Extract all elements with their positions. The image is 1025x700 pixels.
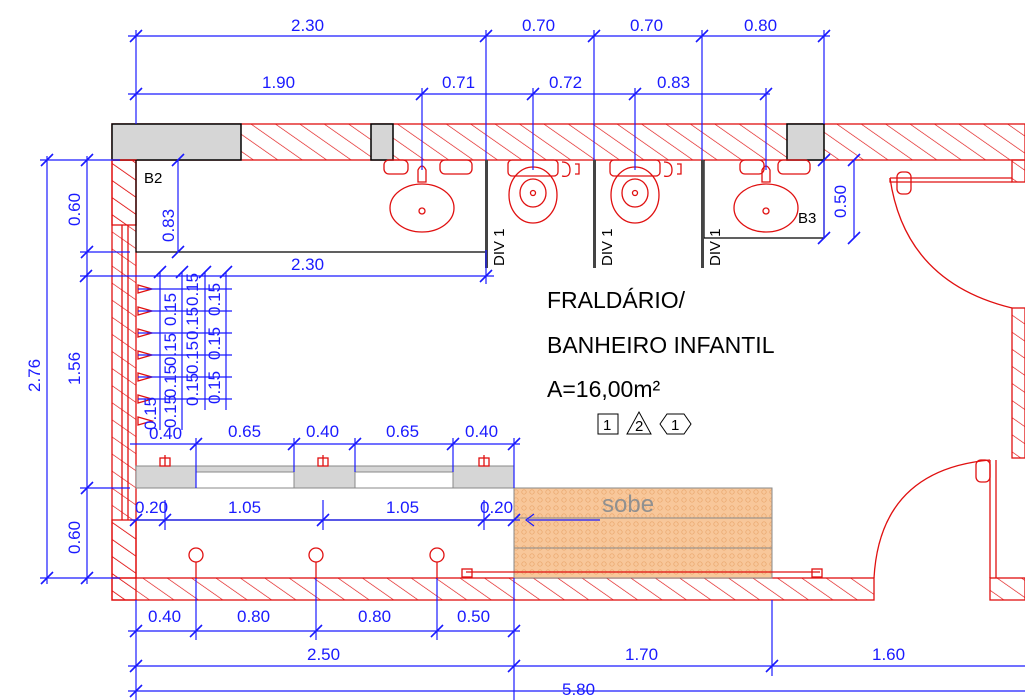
dim-bottom-f3: 0.80 bbox=[358, 607, 391, 626]
dim-table-b1: 0.20 bbox=[135, 498, 168, 517]
room-area: A=16,00m² bbox=[547, 376, 660, 402]
dim-top-d2: 0.70 bbox=[522, 16, 555, 35]
walls bbox=[111, 123, 1025, 601]
room-title-line1: FRALDÁRIO/ bbox=[547, 287, 686, 313]
right-pillar-mid bbox=[1011, 307, 1025, 459]
sink-left bbox=[383, 159, 473, 233]
door-lower bbox=[873, 459, 997, 579]
room-tag-3: 1 bbox=[671, 417, 679, 434]
dim-sp-c3: 0.15 bbox=[205, 371, 224, 404]
dim-table-b3: 1.05 bbox=[386, 498, 419, 517]
room-label: FRALDÁRIO/ BANHEIRO INFANTIL A=16,00m² 1… bbox=[547, 287, 775, 435]
column-2 bbox=[370, 123, 394, 161]
right-pillar-top bbox=[1011, 159, 1025, 183]
dim-sp-a4: 0.15 bbox=[161, 395, 180, 428]
column-3 bbox=[786, 123, 825, 161]
dim-sp-b3: 0.15 bbox=[183, 373, 202, 406]
partition-label-1: DIV 1 bbox=[491, 228, 508, 266]
dim-sp-a3: 0.15 bbox=[161, 365, 180, 398]
partition-label-3: DIV 1 bbox=[707, 228, 724, 266]
dim-bottom-g3: 1.60 bbox=[872, 645, 905, 664]
door-upper bbox=[889, 171, 1013, 309]
dim-sp-c1: 0.15 bbox=[205, 283, 224, 316]
room-tag-1: 1 bbox=[603, 417, 611, 434]
dim-top-d3: 0.70 bbox=[630, 16, 663, 35]
dim-left-top: 0.60 bbox=[65, 193, 84, 226]
dim-sp-b2: 0.15 bbox=[183, 341, 202, 374]
toilet-1 bbox=[507, 159, 580, 224]
dimension-ticks bbox=[40, 29, 861, 698]
dim-table-b2: 1.05 bbox=[228, 498, 261, 517]
dim-bottom-f2: 0.80 bbox=[237, 607, 270, 626]
dim-table-t2: 0.65 bbox=[228, 422, 261, 441]
toilet-2 bbox=[609, 159, 682, 224]
dim-sp-a1: 0.15 bbox=[161, 293, 180, 326]
dim-top-e2: 0.71 bbox=[442, 73, 475, 92]
column-1 bbox=[111, 123, 242, 161]
dim-table-t3: 0.40 bbox=[306, 422, 339, 441]
stairs: sobe bbox=[461, 487, 823, 579]
dim-top-d1: 2.30 bbox=[291, 16, 324, 35]
dim-bottom-g2: 1.70 bbox=[625, 645, 658, 664]
dim-v050: 0.50 bbox=[831, 185, 850, 218]
dim-top-e3: 0.72 bbox=[549, 73, 582, 92]
dim-sp-b4: 0.15 bbox=[183, 273, 202, 306]
dim-bottom-total: 5.80 bbox=[562, 680, 595, 699]
dim-left-mid: 1.56 bbox=[65, 352, 84, 385]
dim-left-bottom: 0.60 bbox=[65, 521, 84, 554]
dim-v083: 0.83 bbox=[159, 209, 178, 242]
dimension-texts: 2.30 0.70 0.70 0.80 1.90 0.71 0.72 0.83 … bbox=[25, 16, 905, 699]
child-fixtures bbox=[188, 547, 445, 578]
dim-sp-a2: 0.15 bbox=[161, 333, 180, 366]
dim-table-t4: 0.65 bbox=[386, 422, 419, 441]
sink-right bbox=[733, 159, 811, 233]
dim-bottom-g1: 2.50 bbox=[307, 645, 340, 664]
bottom-wall-right bbox=[989, 577, 1025, 601]
partition-label-2: DIV 1 bbox=[599, 228, 616, 266]
dim-bottom-f1: 0.40 bbox=[148, 607, 181, 626]
dim-top-e4: 0.83 bbox=[657, 73, 690, 92]
dim-table-t5: 0.40 bbox=[465, 422, 498, 441]
dim-table-t1: 0.40 bbox=[149, 424, 182, 443]
top-wall bbox=[111, 123, 1025, 161]
dim-table-b4: 0.20 bbox=[480, 498, 513, 517]
dim-sp-c2: 0.15 bbox=[205, 327, 224, 360]
dim-counter: 2.30 bbox=[291, 255, 324, 274]
bottom-wall bbox=[111, 577, 875, 601]
label-b2: B2 bbox=[144, 170, 162, 187]
room-tag-2: 2 bbox=[635, 418, 643, 435]
partitions: DIV 1 DIV 1 DIV 1 bbox=[485, 160, 724, 268]
changing-bench bbox=[135, 455, 515, 521]
dim-top-d4: 0.80 bbox=[744, 16, 777, 35]
dim-bottom-f4: 0.50 bbox=[457, 607, 490, 626]
label-b3: B3 bbox=[798, 210, 816, 227]
dim-sp-a5: 0.15 bbox=[141, 397, 160, 430]
dim-top-e1: 1.90 bbox=[262, 73, 295, 92]
room-title-line2: BANHEIRO INFANTIL bbox=[547, 332, 775, 358]
stairs-label: sobe bbox=[602, 491, 654, 518]
dim-sp-b1: 0.15 bbox=[183, 307, 202, 340]
dim-left-total: 2.76 bbox=[25, 359, 44, 392]
